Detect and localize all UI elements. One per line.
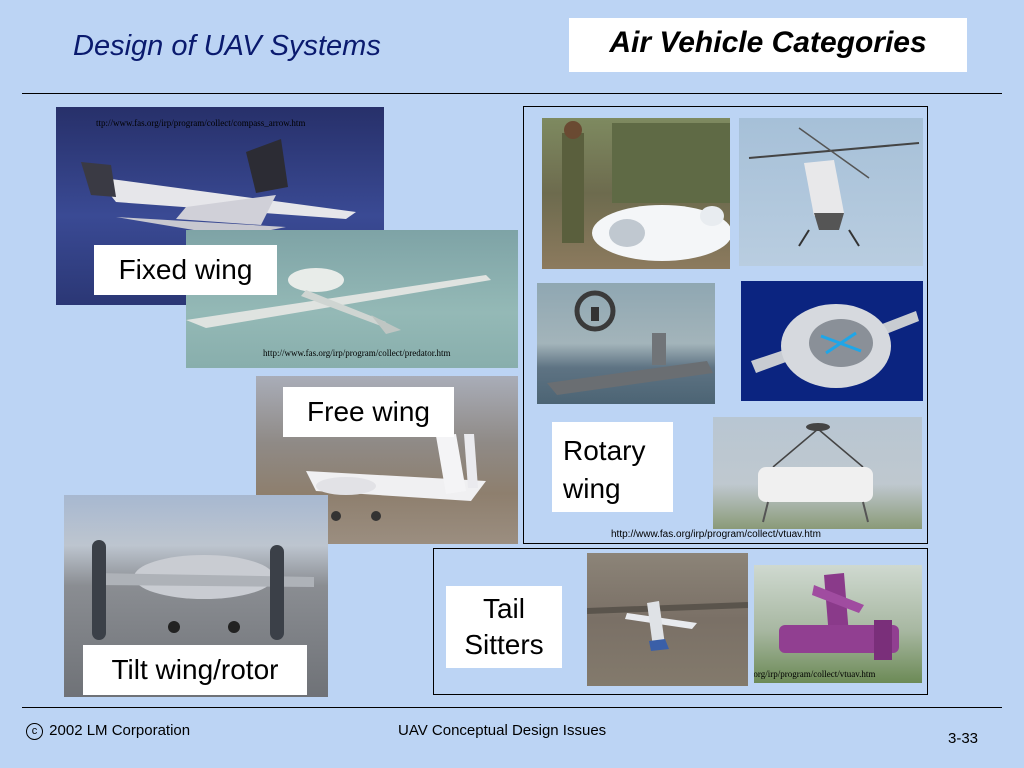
fixed-wing-label: Fixed wing bbox=[94, 245, 277, 295]
ship-with-uav-image bbox=[547, 290, 713, 395]
rotary-photo-helicopter bbox=[739, 118, 923, 266]
ducted-fan-vehicle-image bbox=[562, 121, 730, 261]
tail-sitters-label: Tail Sitters bbox=[446, 586, 562, 668]
tail-sitters-frame bbox=[433, 548, 928, 695]
tilt-rotor-aircraft-image bbox=[92, 540, 314, 640]
page-number: 3-33 bbox=[948, 730, 979, 747]
bottom-divider bbox=[22, 707, 1002, 708]
rotary-photo-soldier-ducted-fan bbox=[542, 118, 730, 269]
tail-sitter-photo-purple: http://www.fas.org/irp/program/collect/v… bbox=[754, 565, 922, 683]
compass-arrow-url[interactable]: ttp://www.fas.org/irp/program/collect/co… bbox=[96, 118, 306, 128]
tilt-wing-label: Tilt wing/rotor bbox=[83, 645, 307, 695]
vtuav-tail-url[interactable]: http://www.fas.org/irp/program/collect/v… bbox=[754, 669, 876, 679]
footer-copyright: c 2002 LM Corporation bbox=[26, 722, 190, 740]
copyright-icon: c bbox=[26, 722, 43, 740]
slide-title: Design of UAV Systems bbox=[73, 30, 381, 62]
ducted-fan-render-image bbox=[751, 304, 919, 388]
rotary-photo-ship bbox=[537, 283, 715, 404]
category-title: Air Vehicle Categories bbox=[609, 26, 927, 59]
predator-aircraft-image bbox=[186, 268, 491, 334]
category-title-box: Air Vehicle Categories bbox=[569, 18, 967, 72]
top-divider bbox=[22, 93, 1002, 94]
tail-sitter-photo-runway bbox=[587, 553, 748, 686]
footer-copyright-text: 2002 LM Corporation bbox=[49, 722, 191, 739]
rotary-photo-ducted-fan-render bbox=[741, 281, 923, 401]
rotary-photo-flying-platform bbox=[713, 417, 922, 529]
tail-sitter-aircraft-image bbox=[587, 601, 748, 651]
predator-url[interactable]: http://www.fas.org/irp/program/collect/p… bbox=[263, 348, 451, 358]
footer-center: UAV Conceptual Design Issues bbox=[398, 722, 607, 739]
rotary-wing-label: Rotary wing bbox=[552, 422, 673, 512]
free-wing-label: Free wing bbox=[283, 387, 454, 437]
tail-sitters-label-line2: Sitters bbox=[464, 629, 544, 660]
compass-arrow-aircraft-image bbox=[81, 139, 356, 237]
rotary-wing-label-line1: Rotary bbox=[563, 435, 646, 466]
tail-sitter-purple-aircraft-image bbox=[779, 573, 899, 660]
tail-sitters-label-line1: Tail bbox=[482, 593, 525, 624]
rotary-wing-label-line2: wing bbox=[563, 473, 621, 504]
helicopter-uav-image bbox=[748, 127, 920, 247]
free-wing-aircraft-image bbox=[306, 434, 486, 521]
flying-platform-image bbox=[758, 423, 873, 523]
rotary-wing-frame bbox=[523, 106, 928, 544]
vtuav-url[interactable]: http://www.fas.org/irp/program/collect/v… bbox=[611, 529, 821, 540]
